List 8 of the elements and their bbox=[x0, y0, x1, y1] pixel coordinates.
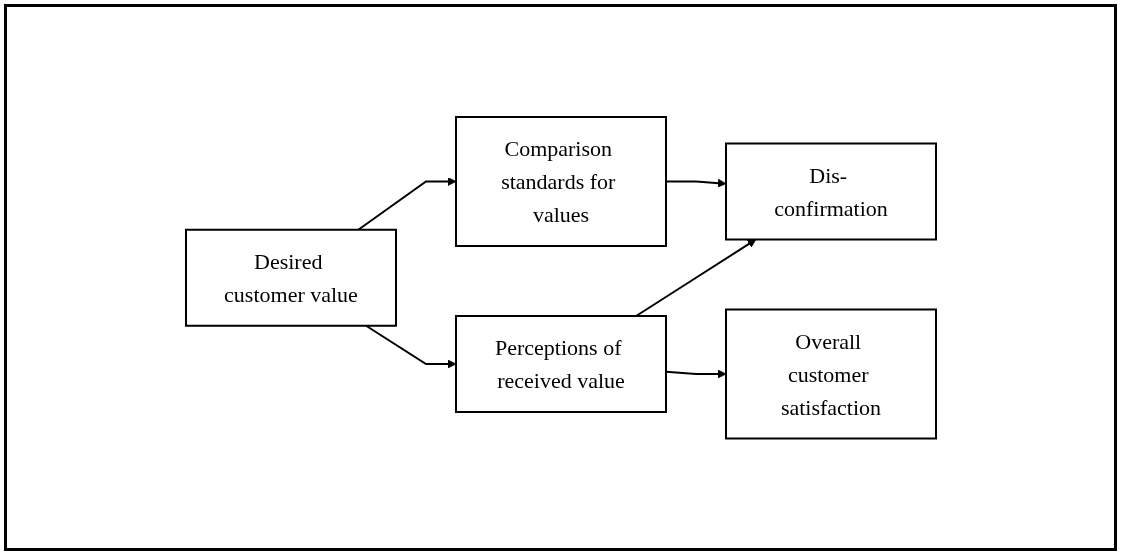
node-box: Dis- confirmation bbox=[724, 142, 937, 241]
arrow bbox=[364, 324, 456, 369]
arrow bbox=[356, 176, 456, 231]
node-box: Perceptions of received value bbox=[454, 314, 667, 413]
node-box: Overall customer satisfaction bbox=[724, 308, 937, 440]
arrow bbox=[634, 238, 756, 317]
node-box: Desired customer value bbox=[184, 228, 397, 327]
node-box: Comparison standards for values bbox=[454, 115, 667, 247]
